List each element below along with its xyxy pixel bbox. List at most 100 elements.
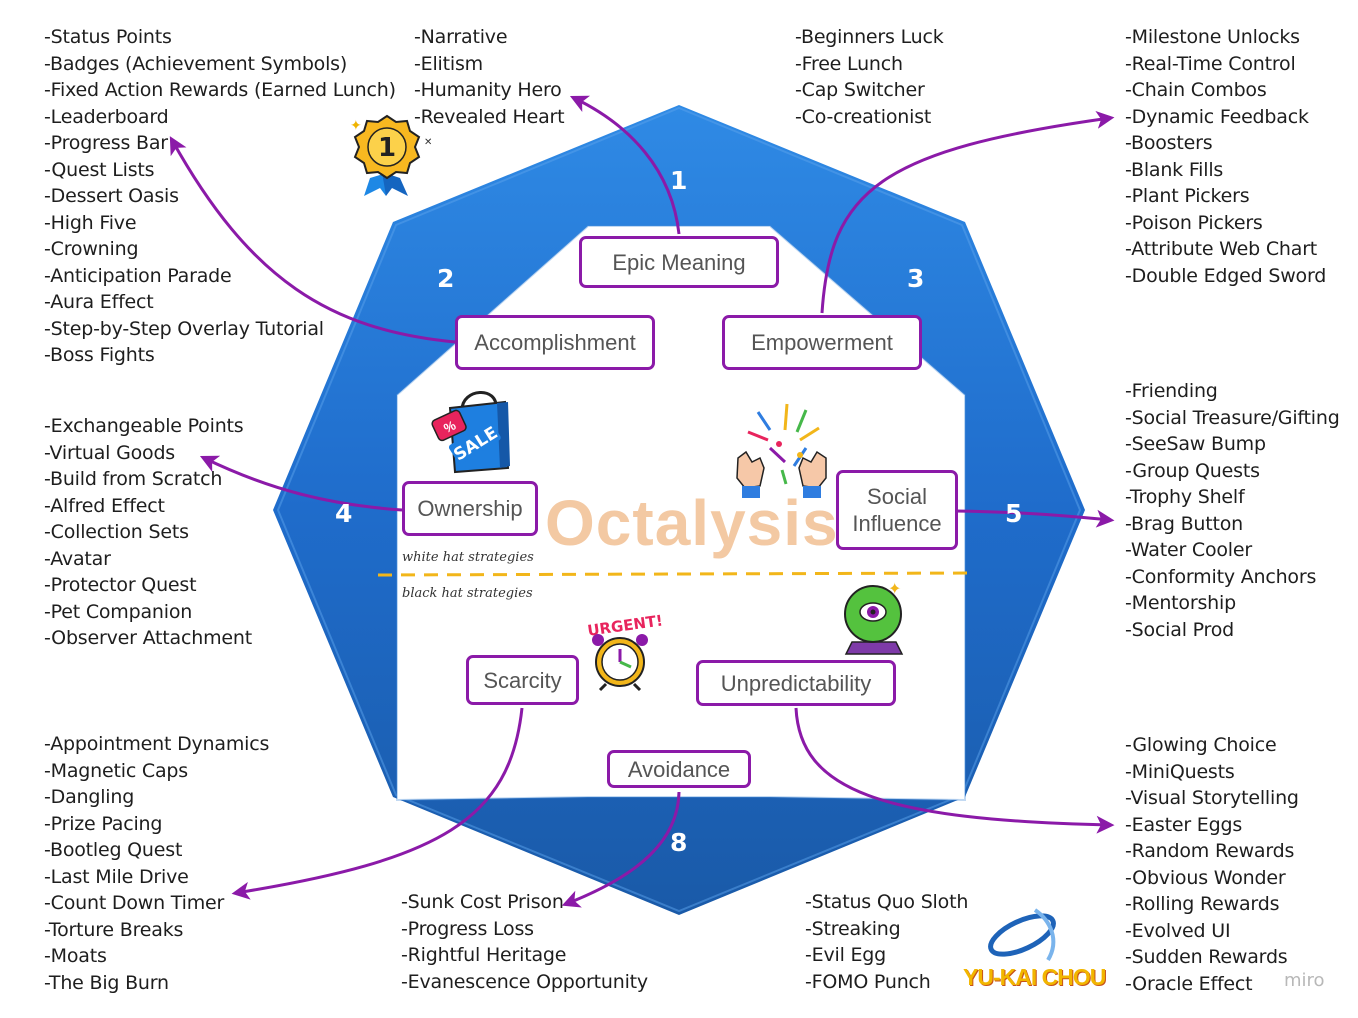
drive-number-7: 7 — [905, 738, 923, 767]
arrow-avoidance — [561, 791, 681, 908]
list-item: -Water Cooler — [1125, 539, 1252, 561]
core-drive-social-influence[interactable]: Social Influence — [836, 470, 958, 550]
list-item: -Streaking — [805, 917, 901, 940]
list-item: -Observer Attachment — [44, 627, 252, 649]
list-item: -Alfred Effect — [44, 494, 165, 517]
list-item: -Dynamic Feedback — [1125, 105, 1309, 128]
list-item: -Dessert Oasis — [44, 185, 179, 207]
drive-number-3: 3 — [907, 264, 925, 293]
list-item: -FOMO Punch — [805, 970, 931, 993]
list-item: -Protector Quest — [44, 574, 197, 596]
medal-badge-icon: 1 ✦ ✕ — [350, 114, 432, 196]
list-item: -Random Rewards — [1125, 840, 1295, 862]
list-item: -Bootleg Quest — [44, 839, 183, 861]
list-item: -Cap Switcher — [795, 79, 925, 101]
list-item: -Evolved UI — [1125, 919, 1231, 942]
list-item: -Quest Lists — [44, 158, 155, 181]
core-drive-ownership[interactable]: Ownership — [402, 481, 538, 536]
list-item: -Fixed Action Rewards (Earned Lunch) — [44, 79, 396, 101]
list-misc-top: -Beginners Luck -Free Lunch -Cap Switcher -… — [795, 24, 944, 130]
list-item: -Social Prod — [1125, 618, 1235, 641]
list-social-influence: -Friending -Social Treasure/Gifting -SeeSa… — [1125, 378, 1340, 643]
list-item: -Step-by-Step Overlay Tutorial — [44, 317, 324, 340]
list-accomplishment: -Status Points -Badges (Achievement Symbo… — [44, 24, 396, 369]
miro-watermark: miro — [1284, 970, 1325, 991]
arrow-scarcity — [231, 707, 524, 900]
list-item: -Social Treasure/Gifting — [1125, 406, 1340, 429]
list-item: -Sunk Cost Prison — [401, 891, 564, 913]
list-empowerment: -Milestone Unlocks -Real-Time Control -Cha… — [1125, 24, 1326, 289]
list-item: -Poison Pickers — [1125, 211, 1263, 234]
octagon-center-rim — [396, 225, 966, 802]
list-item: -Beginners Luck — [795, 26, 944, 48]
white-hat-label: white hat strategies — [402, 550, 534, 565]
arrow-ownership — [199, 455, 403, 512]
core-drive-unpredictability[interactable]: Unpredictability — [696, 660, 896, 706]
arrow-epic-meaning — [569, 95, 681, 235]
core-drive-empowerment[interactable]: Empowerment — [722, 315, 922, 370]
list-item: -Brag Button — [1125, 512, 1244, 535]
list-item: -Obvious Wonder — [1125, 866, 1286, 889]
list-item: -Crowning — [44, 238, 139, 260]
list-item: -Boss Fights — [44, 344, 155, 366]
list-item: -Revealed Heart — [414, 105, 565, 128]
list-item: -Plant Pickers — [1125, 185, 1250, 207]
list-misc-bottom: -Status Quo Sloth -Streaking -Evil Egg -FOM… — [805, 889, 968, 995]
list-item: -Avatar — [44, 547, 111, 570]
list-item: -Magnetic Caps — [44, 759, 188, 782]
list-item: -Rightful Heritage — [401, 944, 567, 966]
list-item: -Trophy Shelf — [1125, 486, 1245, 508]
list-item: -MiniQuests — [1125, 760, 1235, 783]
list-item: -Boosters — [1125, 132, 1213, 154]
list-item: -Exchangeable Points — [44, 415, 244, 437]
core-drive-scarcity[interactable]: Scarcity — [466, 655, 579, 705]
list-item: -Aura Effect — [44, 291, 154, 313]
list-item: -Chain Combos — [1125, 79, 1267, 101]
list-item: -Build from Scratch — [44, 468, 223, 490]
list-item: -Status Points — [44, 26, 172, 48]
svg-text:✕: ✕ — [424, 137, 432, 148]
white-black-hat-divider — [377, 571, 976, 577]
list-item: -Attribute Web Chart — [1125, 238, 1318, 260]
svg-text:✦: ✦ — [888, 581, 901, 598]
list-item: -Pet Companion — [44, 600, 193, 623]
list-item: -Blank Fills — [1125, 158, 1224, 181]
drive-number-2: 2 — [437, 264, 455, 293]
list-item: -Real-Time Control — [1125, 52, 1296, 75]
list-item: -Evanescence Opportunity — [401, 970, 648, 993]
list-item: -Last Mile Drive — [44, 865, 189, 888]
list-item: -Easter Eggs — [1125, 813, 1243, 836]
list-item: -Oracle Effect — [1125, 972, 1253, 995]
list-item: -Co-creationist — [795, 105, 932, 128]
list-item: -Sudden Rewards — [1125, 946, 1288, 968]
arrow-social-influence — [954, 509, 1115, 528]
drive-number-1: 1 — [670, 166, 688, 195]
list-item: -Prize Pacing — [44, 812, 163, 835]
list-item: -Virtual Goods — [44, 441, 175, 464]
list-item: -Mentorship — [1125, 592, 1236, 614]
list-avoidance: -Sunk Cost Prison-Progress Loss-Rightful… — [401, 889, 648, 995]
list-item: -Milestone Unlocks — [1125, 26, 1300, 48]
badge-number: 1 — [378, 133, 396, 163]
list-ownership: -Exchangeable Points -Virtual Goods -Build… — [44, 413, 252, 652]
list-item: -Rolling Rewards — [1125, 893, 1280, 915]
core-drive-avoidance[interactable]: Avoidance — [607, 750, 751, 788]
list-item: -Free Lunch — [795, 52, 903, 75]
list-item: -Dangling — [44, 786, 135, 808]
brand-name: YU-KAI CHOU — [963, 964, 1106, 990]
list-item: -Status Quo Sloth — [805, 891, 969, 913]
list-item: -Elitism — [414, 52, 483, 75]
list-item: -Conformity Anchors — [1125, 565, 1317, 588]
list-item: -High Five — [44, 211, 137, 234]
core-drive-epic-meaning[interactable]: Epic Meaning — [579, 236, 779, 288]
crystal-ball-eye-icon: ✦ — [844, 581, 904, 655]
list-item: -Friending — [1125, 380, 1218, 402]
octalysis-title: Octalysis — [545, 487, 839, 559]
list-unpredictability: -Glowing Choice-MiniQuests-Visual Storyt… — [1125, 732, 1299, 997]
list-item: -Evil Egg — [805, 944, 887, 966]
list-item: -Glowing Choice — [1125, 734, 1277, 756]
list-item: -Anticipation Parade — [44, 264, 232, 287]
list-item: -SeeSaw Bump — [1125, 433, 1266, 455]
core-drive-accomplishment[interactable]: Accomplishment — [455, 315, 655, 370]
list-item: -Badges (Achievement Symbols) — [44, 52, 348, 75]
